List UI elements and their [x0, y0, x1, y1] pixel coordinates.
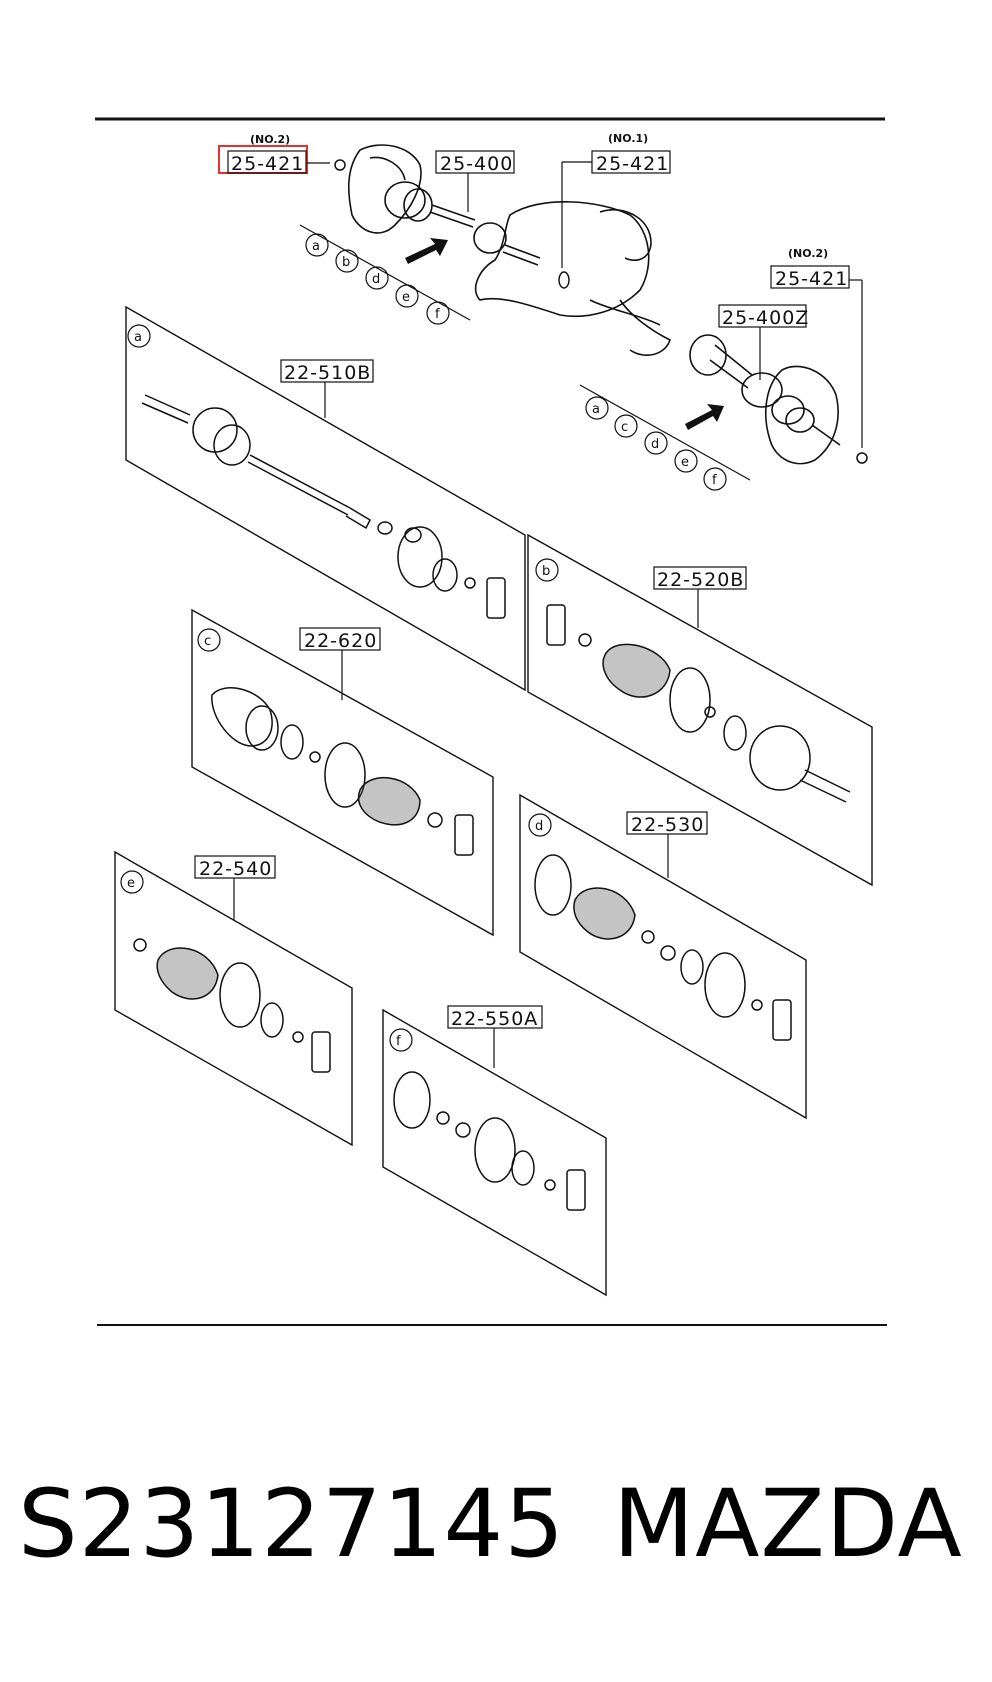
panel-code: 22-520B: [657, 569, 744, 591]
key-letter: f: [435, 307, 440, 322]
panel-code: 22-620: [304, 630, 377, 652]
arrow-icon: [685, 404, 724, 430]
no1-note: (NO.1): [608, 132, 648, 145]
callout-code-top-mid: 25-421: [596, 153, 669, 175]
callout-code-right: 25-421: [775, 268, 848, 290]
brand-name: MAZDA: [613, 1470, 963, 1579]
panel-d: d 22-530: [519, 793, 807, 1120]
panel-code: 22-550A: [451, 1008, 538, 1030]
key-letter: c: [621, 420, 628, 435]
callout-box: [280, 359, 374, 383]
key-letter: e: [402, 290, 410, 305]
callout-box: [626, 811, 708, 835]
key-letters-right: [579, 384, 751, 491]
panel-letter: e: [127, 876, 135, 891]
no2-note-right: (NO.2): [788, 247, 828, 260]
panel-letter: d: [535, 819, 543, 834]
callout-box: [447, 1005, 543, 1029]
front-axle-assembly: [347, 144, 841, 465]
panel-code: 22-540: [199, 858, 272, 880]
panel-code: 22-510B: [284, 362, 371, 384]
callout-box: [227, 150, 307, 174]
callout-box: [653, 566, 747, 590]
panel-letter: f: [396, 1034, 401, 1049]
panel-letter: c: [204, 634, 211, 649]
callout-box: [299, 627, 381, 651]
callout-box: [194, 855, 276, 879]
callout-code-shaft-front: 25-400: [440, 153, 513, 175]
key-letter: a: [312, 239, 320, 254]
key-letter: a: [592, 402, 600, 417]
panel-f: f 22-550A: [382, 1005, 607, 1297]
panel-c: c 22-620: [191, 608, 494, 937]
key-letter: d: [651, 437, 659, 452]
panel-e: e 22-540: [114, 850, 353, 1147]
callout-box: [718, 304, 807, 328]
key-letter: b: [342, 255, 350, 270]
panel-b: b 22-520B: [527, 533, 873, 887]
part-number: S23127145: [18, 1470, 566, 1579]
no2-note-left: (NO.2): [250, 133, 290, 146]
callout-box: [435, 150, 515, 174]
panel-a: a 22-510B: [125, 305, 526, 692]
panel-code: 22-530: [631, 814, 704, 836]
key-letter: e: [681, 455, 689, 470]
arrow-icon: [405, 238, 448, 264]
key-letters-left: [299, 224, 471, 325]
key-letter: f: [712, 473, 717, 488]
key-letter: d: [372, 272, 380, 287]
callout-box: [770, 265, 850, 289]
callout-code-top-left: 25-421: [231, 153, 304, 175]
panel-letter: b: [542, 564, 550, 579]
panel-letter: a: [134, 330, 142, 345]
footer: S23127145 MAZDA: [18, 1470, 978, 1580]
callout-code-shaft-rear: 25-400Z: [722, 307, 809, 329]
